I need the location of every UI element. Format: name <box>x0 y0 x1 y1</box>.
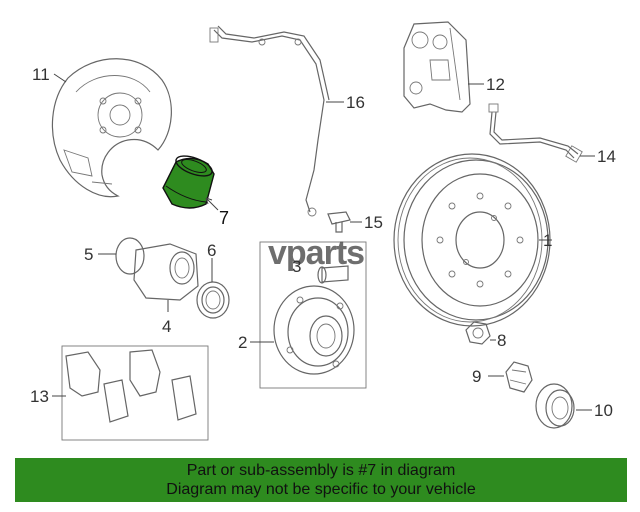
callout-2: 2 <box>238 333 247 352</box>
callout-10: 10 <box>594 401 613 420</box>
brake-rotor-part <box>393 153 551 327</box>
bearing-part-5 <box>115 237 199 301</box>
parts-diagram: vparts 1 2 3 4 5 6 7 8 9 10 11 12 13 14 … <box>30 21 616 441</box>
callout-16: 16 <box>346 93 365 112</box>
callout-4: 4 <box>162 317 171 336</box>
leader-lines <box>52 73 595 411</box>
info-banner: Part or sub-assembly is #7 in diagram Di… <box>15 458 627 502</box>
bearing-ring-part-6 <box>196 281 230 319</box>
callout-6: 6 <box>207 241 216 260</box>
callout-12: 12 <box>486 75 505 94</box>
callout-1: 1 <box>543 231 552 250</box>
seal-part-highlight <box>162 155 215 209</box>
nut-part-8 <box>465 321 491 345</box>
brake-pads-part <box>61 345 209 441</box>
callout-11: 11 <box>32 65 50 84</box>
dust-shield-part <box>51 58 172 198</box>
bolt-part-15 <box>327 211 351 233</box>
grease-cap-part <box>535 383 575 429</box>
callout-5: 5 <box>84 245 93 264</box>
callout-15: 15 <box>364 213 383 232</box>
brake-hose-part <box>488 103 583 163</box>
watermark-text: vparts <box>268 234 364 272</box>
lock-cap-part <box>505 361 533 393</box>
speed-sensor-wire-part <box>209 25 330 217</box>
banner-line-2: Diagram may not be specific to your vehi… <box>166 481 476 498</box>
callout-8: 8 <box>497 331 506 350</box>
callout-14: 14 <box>597 147 616 166</box>
hub-assembly-part <box>259 241 367 389</box>
wheel-stud-part <box>317 265 349 284</box>
caliper-part <box>403 21 471 113</box>
callout-9: 9 <box>472 367 481 386</box>
callout-13: 13 <box>30 387 49 406</box>
banner-line-1: Part or sub-assembly is #7 in diagram <box>186 462 456 479</box>
callout-3: 3 <box>292 257 301 276</box>
callout-7: 7 <box>219 208 229 228</box>
